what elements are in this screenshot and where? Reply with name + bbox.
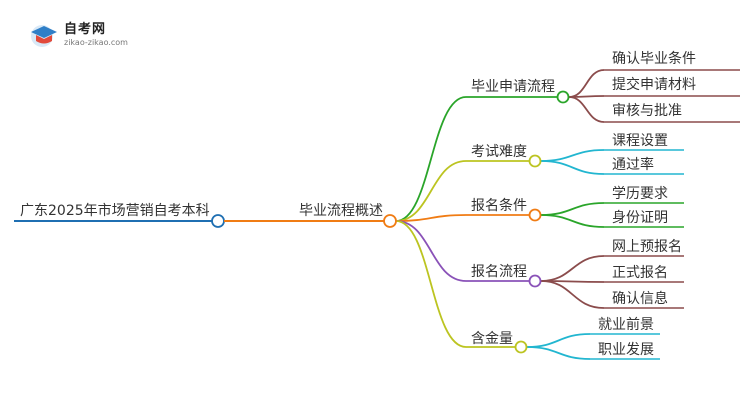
- branch-connector: [395, 220, 467, 348]
- leaf-label: 审核与批准: [612, 103, 682, 119]
- leaf-connector: [540, 160, 605, 175]
- branch-label: 报名条件: [471, 197, 527, 214]
- branch-connector: [395, 214, 467, 222]
- branch-connector: [395, 160, 467, 222]
- leaf-label: 提交申请材料: [612, 76, 696, 93]
- leaf-label: 正式报名: [612, 265, 668, 281]
- leaf-label: 就业前景: [598, 316, 654, 333]
- leaf-label: 身份证明: [612, 210, 668, 226]
- branch-node[interactable]: [528, 154, 542, 168]
- branch-node[interactable]: [514, 340, 528, 354]
- leaf-connector: [568, 69, 605, 98]
- branch-label: 毕业申请流程: [471, 79, 555, 95]
- root-node[interactable]: [211, 214, 225, 228]
- logo-url: zikao-zikao.com: [64, 38, 128, 47]
- branch-label: 报名流程: [471, 264, 527, 280]
- leaf-label: 职业发展: [598, 342, 654, 358]
- leaf-label: 通过率: [612, 156, 654, 173]
- center-label: 毕业流程概述: [299, 203, 383, 219]
- branch-node[interactable]: [556, 90, 570, 104]
- leaf-label: 课程设置: [612, 133, 668, 149]
- branch-node[interactable]: [528, 274, 542, 288]
- leaf-connector: [540, 214, 605, 228]
- branch-label: 含金量: [471, 331, 513, 347]
- logo-name: 自考网: [64, 22, 107, 37]
- leaf-connector: [526, 333, 591, 348]
- leaf-label: 确认毕业条件: [612, 50, 696, 67]
- branch-connector: [395, 220, 467, 282]
- leaf-connector: [568, 96, 605, 123]
- center-node[interactable]: [383, 214, 397, 228]
- graduation-cap-icon: [31, 25, 57, 47]
- leaf-label: 确认信息: [612, 290, 668, 307]
- leaf-connector: [540, 202, 605, 216]
- leaf-connector: [526, 346, 591, 360]
- branch-label: 考试难度: [471, 144, 527, 160]
- leaf-connector: [568, 95, 605, 98]
- root-label: 广东2025年市场营销自考本科: [20, 202, 210, 219]
- branch-node[interactable]: [528, 208, 542, 222]
- leaf-label: 网上预报名: [612, 239, 682, 255]
- branch-connector: [395, 96, 467, 222]
- leaf-connector: [540, 149, 605, 162]
- leaf-label: 学历要求: [612, 186, 668, 202]
- leaf-connector: [540, 255, 605, 282]
- logo: 自考网 zikao-zikao.com: [28, 18, 138, 52]
- leaf-connector: [540, 280, 605, 309]
